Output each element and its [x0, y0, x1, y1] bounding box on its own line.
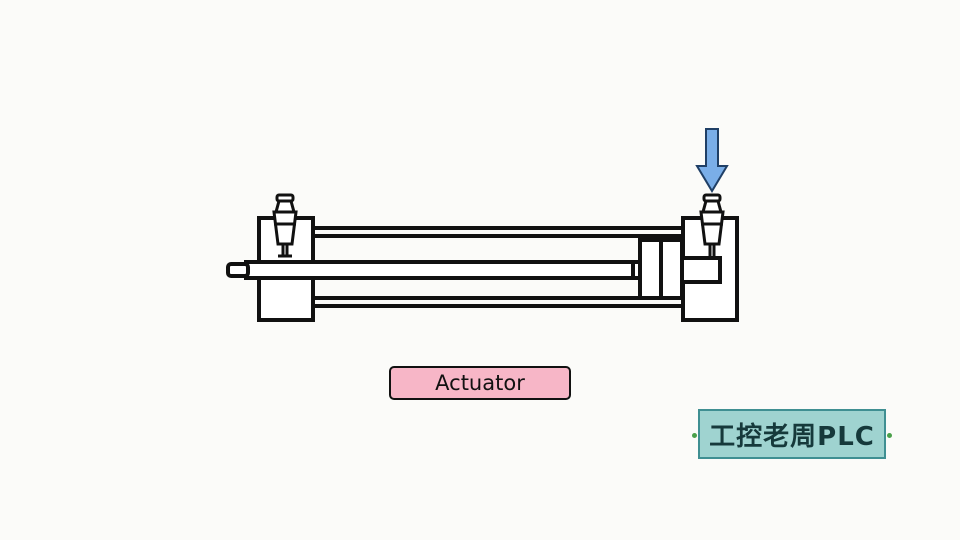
watermark-text: 工控老周PLC — [709, 421, 875, 452]
right-port-fitting — [699, 193, 725, 256]
piston — [638, 238, 722, 300]
left-port-fitting — [272, 193, 298, 258]
piston-rod — [226, 260, 646, 280]
cylinder-body — [312, 226, 684, 308]
actuator-label: Actuator — [389, 366, 571, 400]
watermark-logo: 工控老周PLC — [692, 409, 892, 459]
logo-dot-right — [887, 433, 892, 438]
arrow-down-icon — [695, 128, 729, 193]
logo-dot-left — [692, 433, 697, 438]
